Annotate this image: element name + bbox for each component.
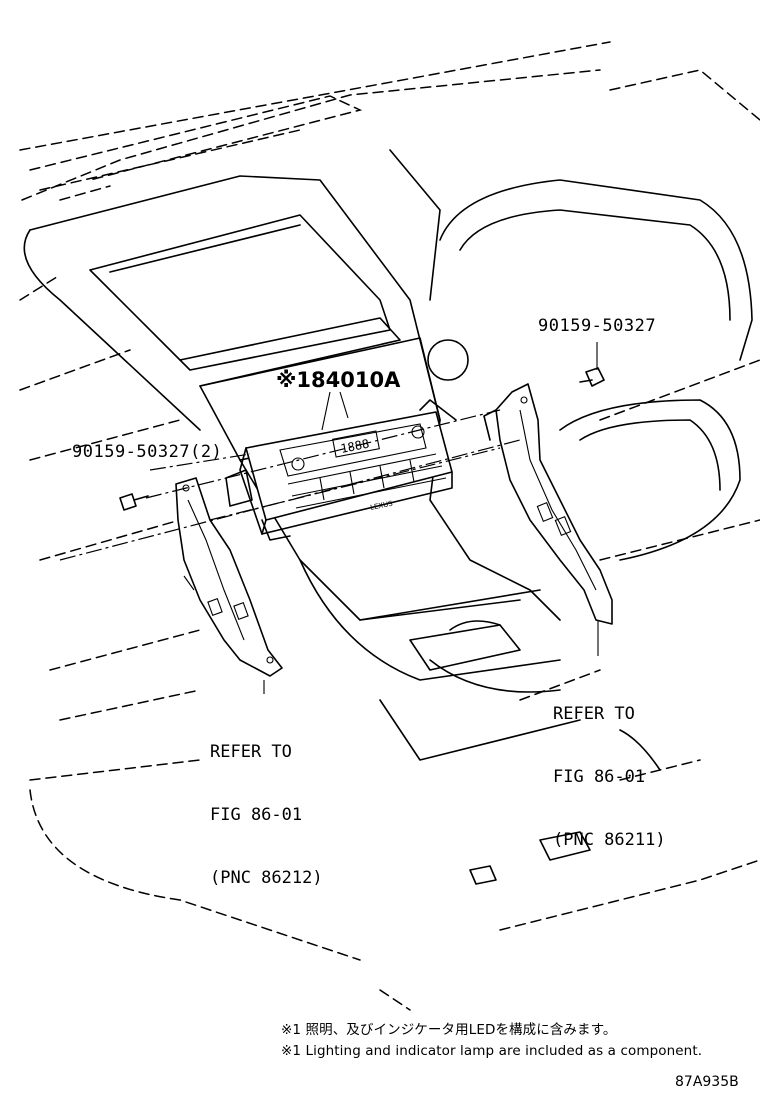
bolt-right-label: 90159-50327 — [538, 316, 657, 336]
refer-left-line3: (PNC 86212) — [210, 868, 323, 888]
steering-wheel — [427, 179, 753, 561]
main-part-label: ※184010A — [276, 368, 401, 392]
left-bracket — [175, 477, 283, 677]
bolt-left-label: 90159-50327(2) — [72, 442, 223, 462]
right-bracket — [483, 383, 613, 625]
refer-left-block: REFER TO FIG 86-01 (PNC 86212) — [210, 700, 323, 910]
panel-brand: LEXUS — [370, 500, 394, 512]
note-japanese: ※1 照明、及びインジケータ用LEDを構成に含みます。 — [281, 1022, 617, 1038]
refer-right-block: REFER TO FIG 86-01 (PNC 86211) — [553, 662, 666, 872]
note-english: ※1 Lighting and indicator lamp are inclu… — [281, 1043, 703, 1059]
refer-left-line1: REFER TO — [210, 742, 292, 762]
refer-right-line3: (PNC 86211) — [553, 830, 666, 850]
bolt-left — [119, 493, 149, 511]
refer-left-line2: FIG 86-01 — [210, 805, 303, 825]
figure-code: 87A935B — [675, 1074, 739, 1090]
refer-right-line2: FIG 86-01 — [553, 767, 646, 787]
leader-lines — [59, 342, 599, 694]
lower-console — [469, 729, 661, 885]
climate-control-panel: 1888 LEXUS — [225, 399, 457, 541]
panel-display: 1888 — [339, 437, 370, 456]
bolt-right — [579, 367, 605, 387]
refer-right-line1: REFER TO — [553, 704, 635, 724]
